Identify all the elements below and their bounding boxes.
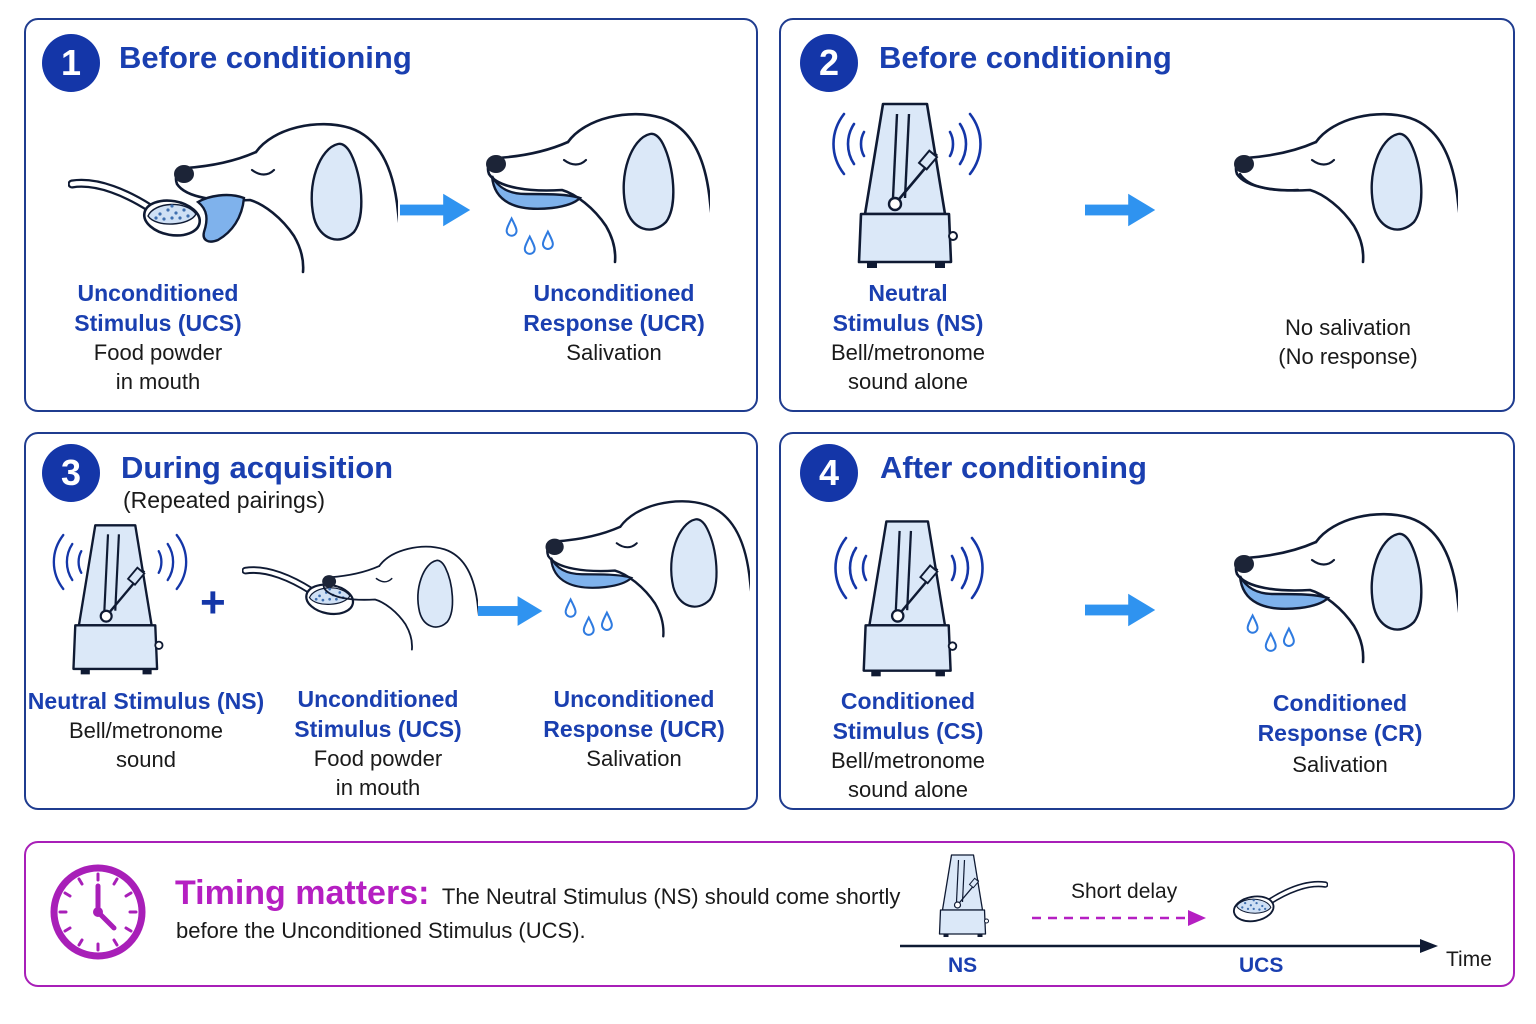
label-ns: Neutral Stimulus (NS) Bell/metronome sou… [831,278,985,396]
timing-panel [24,841,1515,987]
step-number: 4 [818,452,840,493]
description: sound alone [848,369,968,394]
dog-eating-icon [168,100,398,290]
panel-title: After conditioning [880,450,1147,485]
step-badge-3: 3 [42,444,100,502]
description: sound [116,747,176,772]
description: Food powder [93,340,223,365]
description: Salivation [1292,752,1388,777]
label-no-response: No salivation (No response) [1278,313,1417,371]
saliva-drops-icon [564,596,630,654]
description: Salivation [586,746,682,771]
step-number: 1 [60,42,82,83]
description: in mouth [335,775,421,800]
panel-title: During acquisition [121,450,394,485]
description: Food powder [313,746,443,771]
description: (No response) [1278,344,1418,369]
term: Stimulus (UCS) [74,310,242,336]
description: Bell/metronome [830,748,986,773]
saliva-drops-icon [505,215,571,273]
dog-eating-icon [318,526,478,666]
dashed-arrow [1032,910,1206,926]
description: sound alone [848,777,968,802]
dog-no-response-icon [1228,90,1458,280]
clock-icon [50,864,146,960]
term: Unconditioned [77,280,239,306]
panel-subtitle: (Repeated pairings) [123,487,326,513]
arrow-icon [1085,190,1157,230]
term: Stimulus (NS) [832,310,984,336]
label-ns: Neutral Stimulus (NS) Bell/metronome sou… [28,686,264,774]
spoon-icon [1228,876,1328,926]
arrow-icon [1085,590,1157,630]
step-badge-4: 4 [800,444,858,502]
arrow-icon [400,190,472,230]
ucs-label: UCS [1239,954,1284,977]
step-number: 3 [60,452,82,493]
metronome-icon [853,94,963,274]
description: in mouth [115,369,201,394]
description: Salivation [566,340,662,365]
label-cr: Conditioned Response (CR) Salivation [1258,688,1423,779]
step-number: 2 [818,42,840,83]
term: Response (CR) [1257,720,1423,746]
metronome-icon [934,850,994,940]
timing-line-2: before the Unconditioned Stimulus (UCS). [176,918,586,943]
metronome-icon [68,516,168,680]
term: Stimulus (UCS) [294,716,462,742]
metronome-icon [855,512,965,682]
label-ucr: Unconditioned Response (UCR) Salivation [523,278,704,367]
timing-heading: Timing matters: The Neutral Stimulus (NS… [175,874,900,913]
step-badge-2: 2 [800,34,858,92]
description: No salivation [1285,315,1411,340]
panel-title: Before conditioning [879,40,1172,75]
saliva-drops-icon [1246,612,1312,670]
label-ucs: Unconditioned Stimulus (UCS) Food powder… [294,684,461,802]
step-badge-1: 1 [42,34,100,92]
timing-heading-text: Timing matters: [175,874,430,912]
plus-sign: + [200,578,226,627]
description: Bell/metronome [830,340,986,365]
term: Neutral Stimulus (NS) [27,688,265,714]
term: Stimulus (CS) [832,718,984,744]
term: Neutral [868,280,948,306]
description: Bell/metronome [68,718,224,743]
timing-line-1: The Neutral Stimulus (NS) should come sh… [441,884,901,909]
term: Response (UCR) [543,716,725,742]
term: Unconditioned [533,280,695,306]
label-cs: Conditioned Stimulus (CS) Bell/metronome… [831,686,985,804]
label-ucs: Unconditioned Stimulus (UCS) Food powder… [74,278,241,396]
term: Unconditioned [553,686,715,712]
term: Conditioned [1272,690,1408,716]
label-ucr: Unconditioned Response (UCR) Salivation [543,684,724,773]
term: Conditioned [840,688,976,714]
term: Unconditioned [297,686,459,712]
time-axis-label: Time [1446,948,1492,971]
term: Response (UCR) [523,310,705,336]
panel-title: Before conditioning [119,40,412,75]
arrow-icon [478,592,544,630]
ns-label: NS [948,954,978,977]
short-delay-label: Short delay [1071,880,1178,903]
timeline-axis [900,939,1438,953]
